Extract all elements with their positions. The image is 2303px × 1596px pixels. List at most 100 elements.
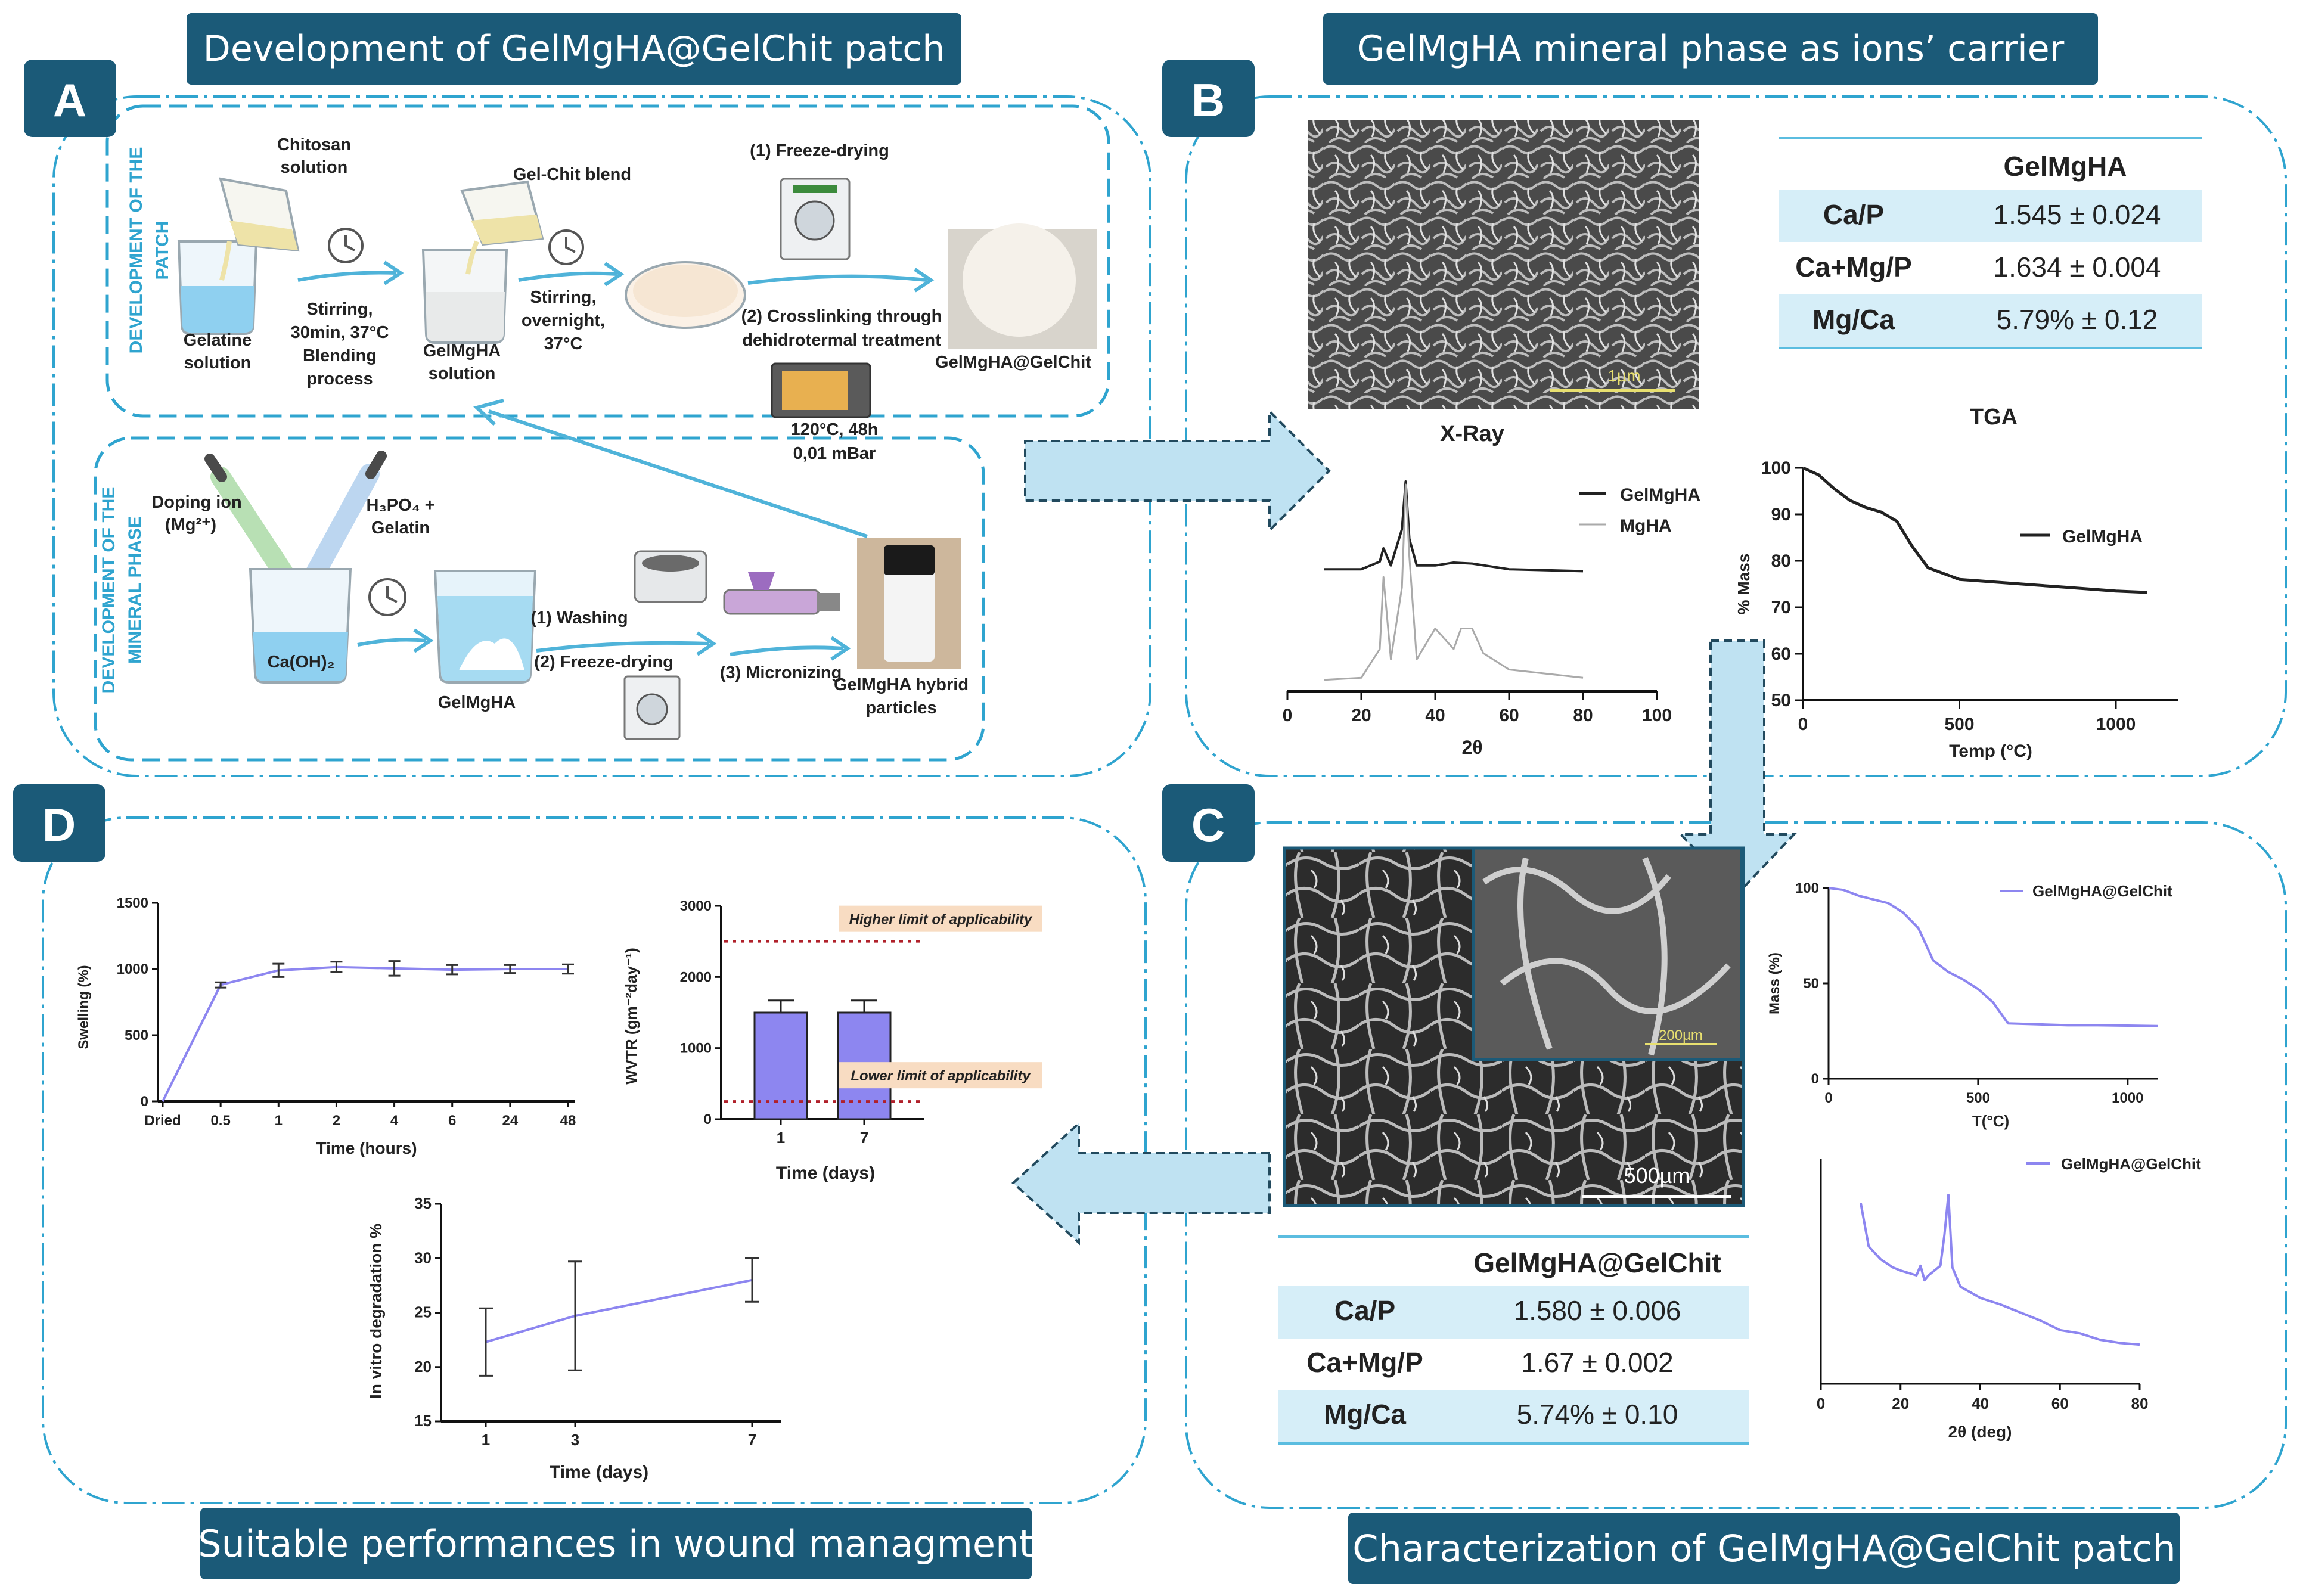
gelatine-beaker-icon	[177, 240, 258, 335]
x-tick-label: 60	[2051, 1395, 2069, 1412]
wvtr-bar	[753, 1011, 808, 1120]
sem-scale-label: 1µm	[1607, 367, 1640, 385]
x-tick-label: 0	[1817, 1395, 1825, 1412]
x-tick-label: 1000	[2096, 715, 2136, 734]
flow-arrow-4	[357, 638, 427, 647]
doping-label-1: Doping ion	[151, 493, 241, 512]
table-row-value: 1.67 ± 0.002	[1521, 1347, 1673, 1378]
xrd-series-patch	[1859, 1194, 2140, 1346]
y-axis-label: WVTR (gm⁻²day⁻¹)	[622, 948, 640, 1085]
legend-label: MgHA	[1620, 516, 1672, 536]
letter-a-badge: A	[24, 60, 116, 137]
legend-label: GelMgHA	[2062, 527, 2143, 547]
y-tick-label: 30	[414, 1249, 432, 1266]
x-tick-label: 24	[502, 1113, 519, 1129]
x-axis-label: 2θ	[1461, 737, 1482, 758]
x-tick-label: 20	[1892, 1395, 1909, 1412]
banner-c-text: Characterization of GelMgHA@GelChit patc…	[1352, 1527, 2175, 1570]
table-row-value: 5.74% ± 0.10	[1517, 1399, 1678, 1430]
micronizing-label: (3) Micronizing	[720, 663, 842, 682]
x-tick-label: 500	[1966, 1090, 1990, 1106]
x-axis-label: Time (days)	[550, 1463, 648, 1482]
side-label-patch-2: PATCH	[153, 221, 172, 280]
x-tick-label: 2	[333, 1113, 340, 1129]
chitosan-label-2: solution	[281, 158, 348, 177]
panel-b-outline	[1185, 95, 2287, 777]
side-label-mineral-1: DEVELOPMENT OF THE	[99, 487, 119, 694]
swelling-series	[162, 965, 568, 1102]
petri-dish-icon	[625, 261, 746, 329]
stir2-label-1: Stirring,	[530, 288, 596, 307]
xray-title: X-Ray	[1440, 421, 1504, 446]
arrow-b-to-c	[1678, 639, 1797, 896]
chitosan-label-1: Chitosan	[277, 135, 351, 154]
degradation-series	[485, 1278, 753, 1343]
table-header: GelMgHA	[2004, 151, 2127, 182]
banner-b: GelMgHA mineral phase as ions’ carrier	[1323, 13, 2098, 85]
micronizer-icon	[723, 572, 840, 615]
x-tick-label: 7	[860, 1129, 868, 1147]
x-tick-label: 1	[275, 1113, 283, 1129]
y-tick-label: 20	[414, 1358, 432, 1375]
y-tick-label: 35	[414, 1194, 432, 1212]
freeze-dryer-label-1: (1) Freeze-drying	[750, 141, 889, 160]
x-axis-label: Temp (°C)	[1949, 741, 2032, 761]
stir1-label-4: process	[306, 369, 373, 389]
chitosan-beaker-icon	[219, 177, 300, 281]
table-row-value: 1.580 ± 0.006	[1513, 1295, 1681, 1326]
h3po4-label-1: H₃PO₄ +	[366, 496, 434, 515]
table-row-value: 1.634 ± 0.004	[1993, 251, 2161, 282]
flow-arrow-2	[518, 271, 617, 282]
x-tick-label: 1	[777, 1129, 785, 1147]
flow-arrow-6	[730, 645, 844, 656]
doping-label-2: (Mg²⁺)	[165, 516, 216, 535]
y-tick-label: 0	[704, 1111, 712, 1128]
timer-icon	[328, 228, 364, 263]
arrow-a-to-b	[1024, 408, 1331, 533]
composition-table-patch: GelMgHA@GelChit Ca/P 1.580 ± 0.006 Ca+Mg…	[1278, 1235, 1749, 1445]
gelmgha-label: GelMgHA	[438, 693, 516, 712]
gelmgha-solution-label-2: solution	[429, 364, 496, 383]
stir1-label-2: 30min, 37°C	[291, 323, 389, 342]
flow-arrow-1	[297, 271, 397, 282]
gelatine-label-1: Gelatine	[184, 331, 252, 350]
x-tick-label: 3	[571, 1431, 579, 1449]
table-row-label: Ca+Mg/P	[1795, 251, 1912, 282]
letter-d-badge: D	[13, 784, 105, 862]
banner-c: Characterization of GelMgHA@GelChit patc…	[1348, 1513, 2180, 1584]
crosslink-label-2: dehidrotermal treatment	[742, 331, 941, 350]
xray-series-gelmgha	[1324, 480, 1584, 573]
h3po4-label-2: Gelatin	[371, 518, 430, 538]
hybrid-label-2: particles	[865, 698, 936, 718]
y-tick-label: 25	[414, 1303, 432, 1321]
x-tick-label: 48	[560, 1113, 576, 1129]
x-tick-label: 0	[1283, 706, 1293, 725]
panel-c-content: 200µm 500µm GelMgHA@GelChit Ca/P 1.580 ±…	[1278, 846, 2201, 1445]
y-tick-label: 1500	[117, 895, 148, 911]
caoh-label: Ca(OH)₂	[268, 653, 335, 672]
freeze-dryer-icon	[623, 675, 681, 740]
banner-b-text: GelMgHA mineral phase as ions’ carrier	[1357, 28, 2065, 70]
x-tick-label: Dried	[144, 1113, 181, 1129]
x-axis-label: T(°C)	[1972, 1112, 2009, 1130]
x-tick-label: 0	[1798, 715, 1808, 734]
tga-title: TGA	[1970, 405, 2018, 430]
patch-product-label: GelMgHA@GelChit	[935, 353, 1091, 372]
y-tick-label: 3000	[680, 898, 712, 914]
crosslink-label-1: (2) Crosslinking through	[741, 307, 942, 326]
banner-d: Suitable performances in wound managment	[198, 1508, 1033, 1579]
y-tick-label: 0	[1811, 1071, 1819, 1087]
sem-image-gelmgha	[1308, 120, 1699, 409]
y-tick-label: 100	[1795, 880, 1819, 896]
banner-d-text: Suitable performances in wound managment	[198, 1522, 1033, 1566]
table-row-label: Ca/P	[1334, 1295, 1395, 1326]
panel-b-content: 1µm GelMgHA Ca/P 1.545 ± 0.024 Ca+Mg/P 1…	[1283, 120, 2202, 761]
reference-label: Higher limit of applicability	[849, 912, 1033, 928]
gelchit-label: Gel-Chit blend	[513, 165, 631, 184]
